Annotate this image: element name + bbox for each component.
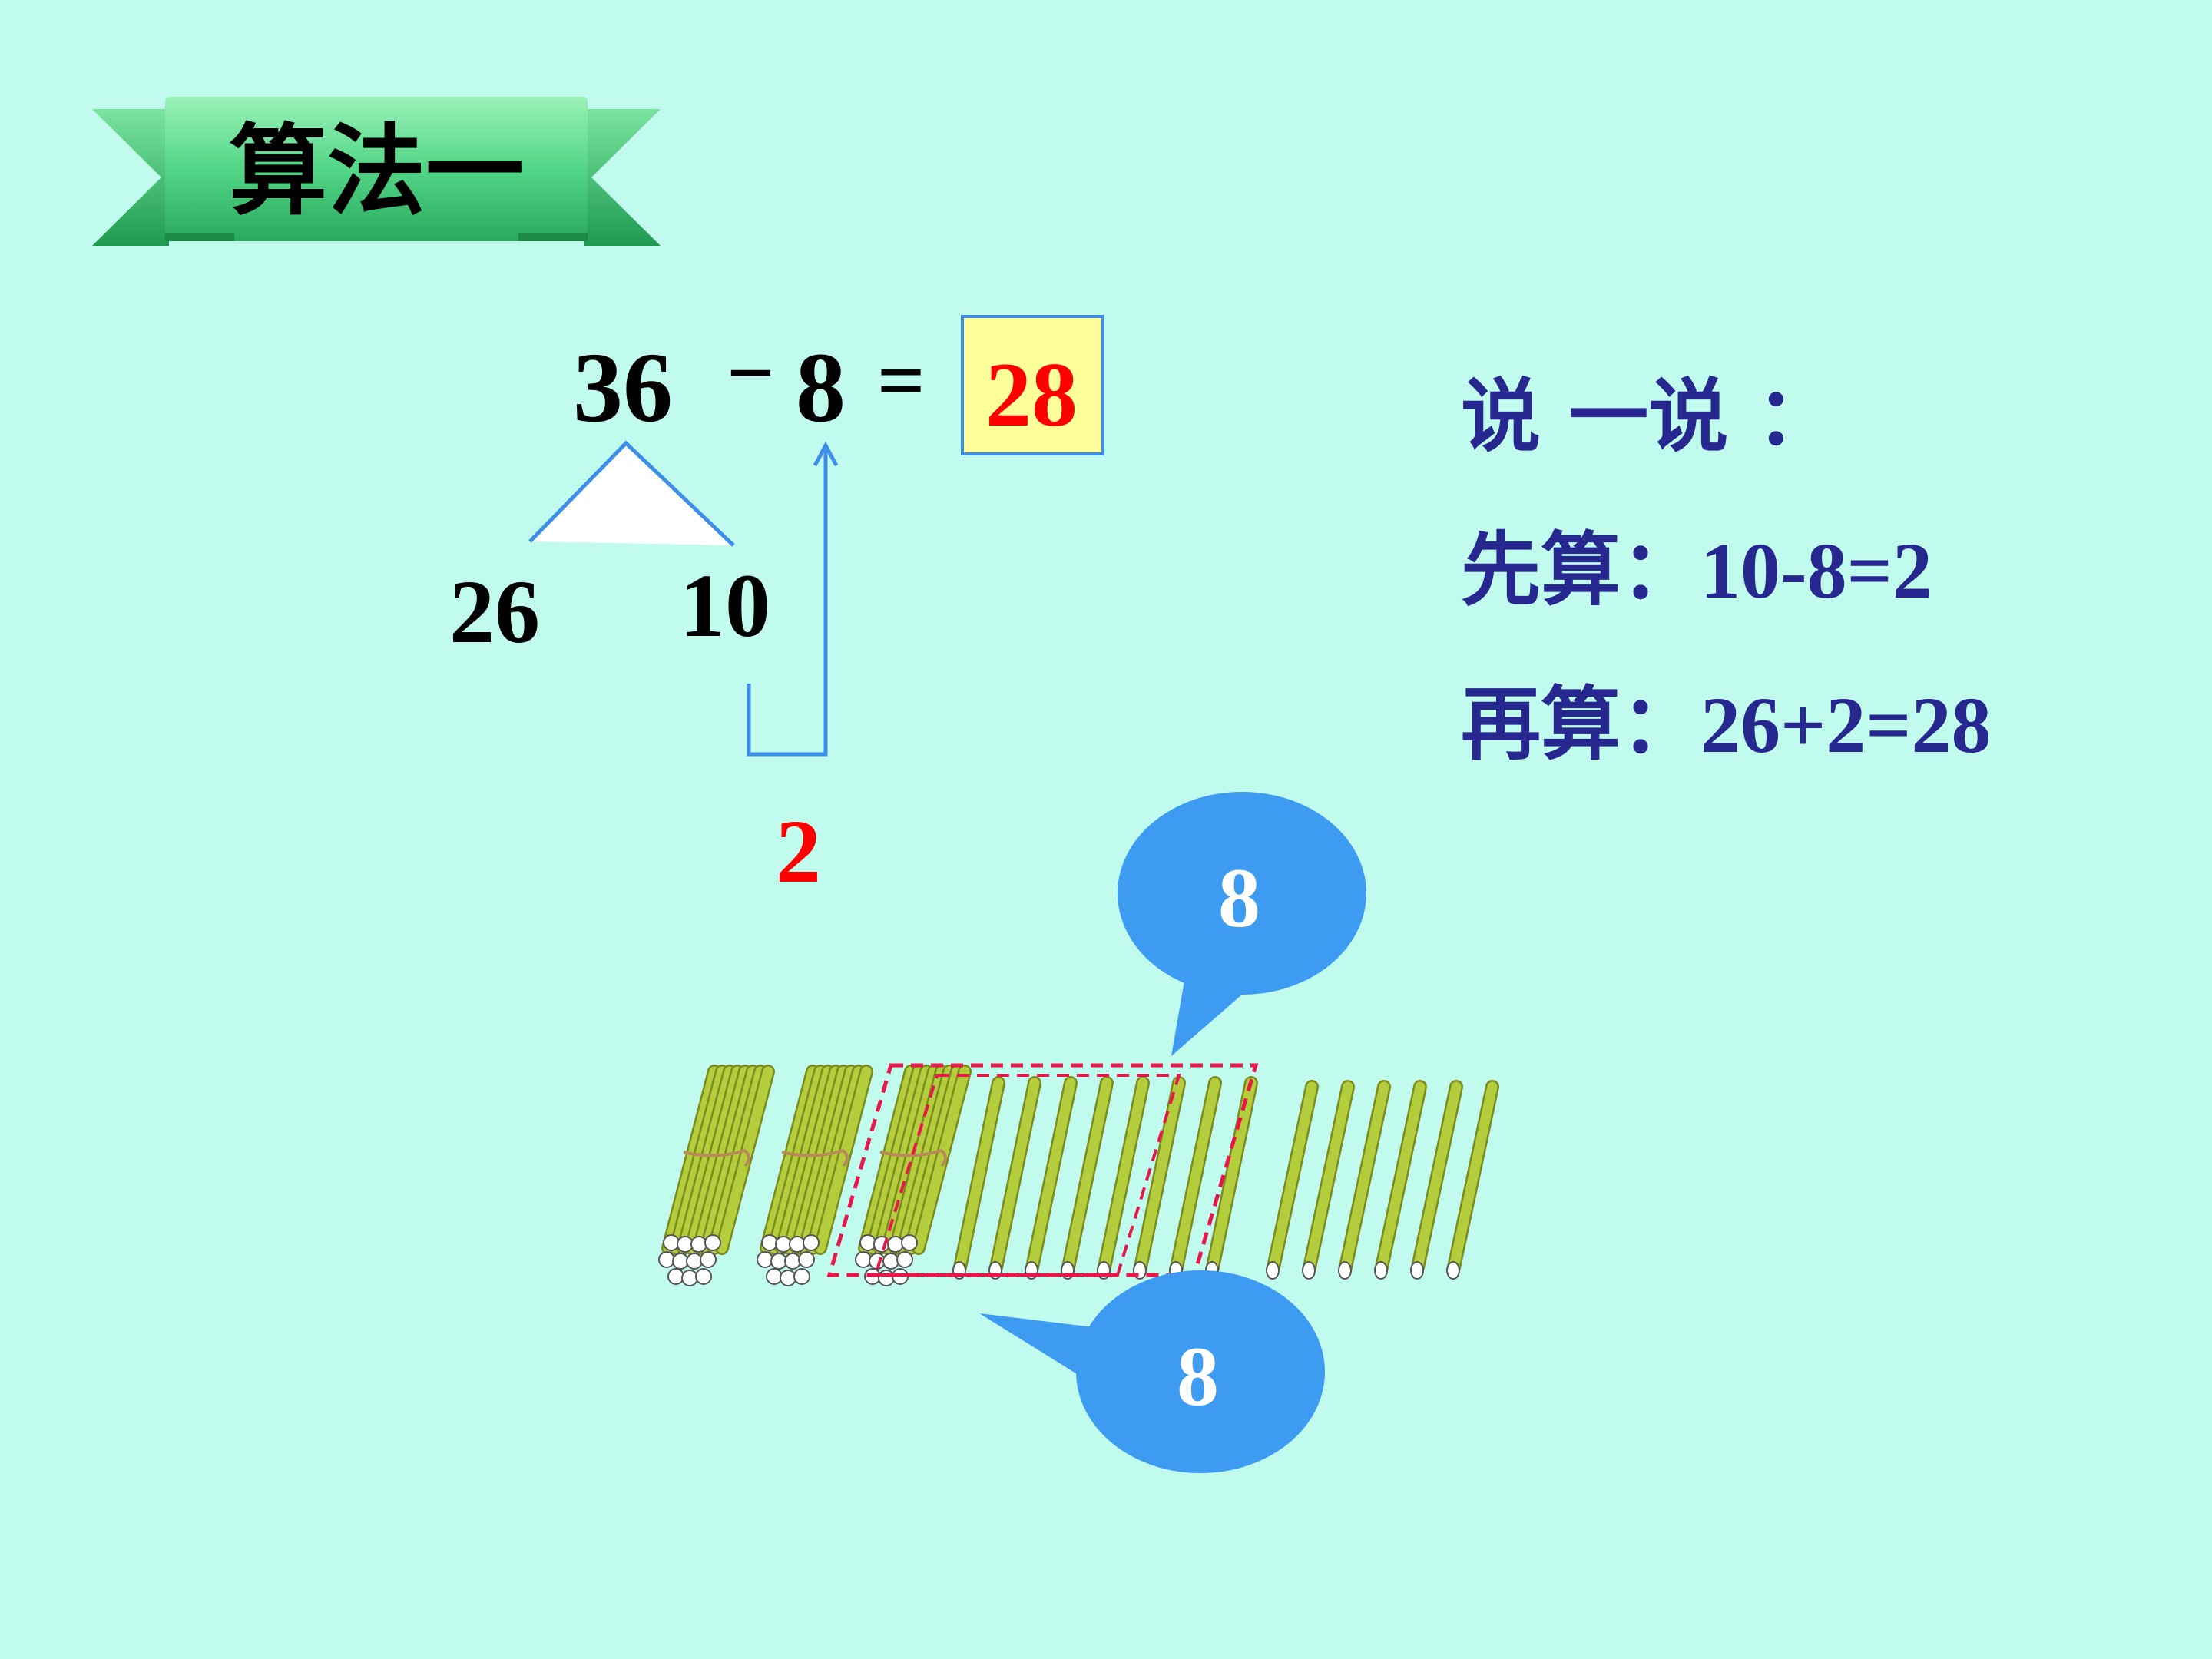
partial-result-value: 2 <box>776 801 821 902</box>
stick-bundle-3-icon <box>855 1065 972 1286</box>
split-branches <box>528 440 735 547</box>
explanation-step-1: 先算：10-8=2 <box>1461 527 1932 615</box>
arrow-head-icon <box>813 441 839 467</box>
counting-stick-icon <box>1374 1080 1427 1280</box>
stick-bundle-2-icon <box>757 1065 873 1286</box>
answer-box: 28 <box>961 315 1104 455</box>
split-triangle <box>530 443 733 545</box>
explanation-step-2: 再算：26+2=28 <box>1461 681 1992 770</box>
counting-stick-icon <box>1133 1076 1186 1280</box>
counting-stick-icon <box>1205 1076 1258 1280</box>
counting-stick-icon <box>988 1076 1041 1280</box>
banner-title: 算法一 <box>229 114 525 229</box>
equation-equals-sign: = <box>877 333 926 427</box>
bubble-top-value: 8 <box>1218 851 1260 945</box>
counting-stick-icon <box>1061 1076 1114 1280</box>
counting-stick-icon <box>1410 1080 1463 1280</box>
answer-value: 28 <box>985 343 1078 445</box>
equation-minus-sign: − <box>727 326 775 419</box>
stick-bundle-1-icon <box>658 1065 775 1286</box>
counting-stick-icon <box>1302 1080 1355 1280</box>
split-left-value: 26 <box>449 561 540 662</box>
bubble-bottom-value: 8 <box>1177 1330 1219 1423</box>
counting-stick-icon <box>1446 1080 1499 1280</box>
dashed-selection-box-inner <box>873 1074 1181 1277</box>
ribbon-banner-icon <box>92 97 661 246</box>
counting-stick-icon <box>1338 1080 1391 1280</box>
explanation-heading: 说 一说 ： <box>1461 369 1836 463</box>
equation-minuend: 36 <box>573 333 673 443</box>
equation-subtrahend: 8 <box>796 333 846 443</box>
counting-stick-icon <box>1266 1080 1319 1280</box>
split-right-value: 10 <box>680 555 770 656</box>
result-connector <box>747 450 828 757</box>
